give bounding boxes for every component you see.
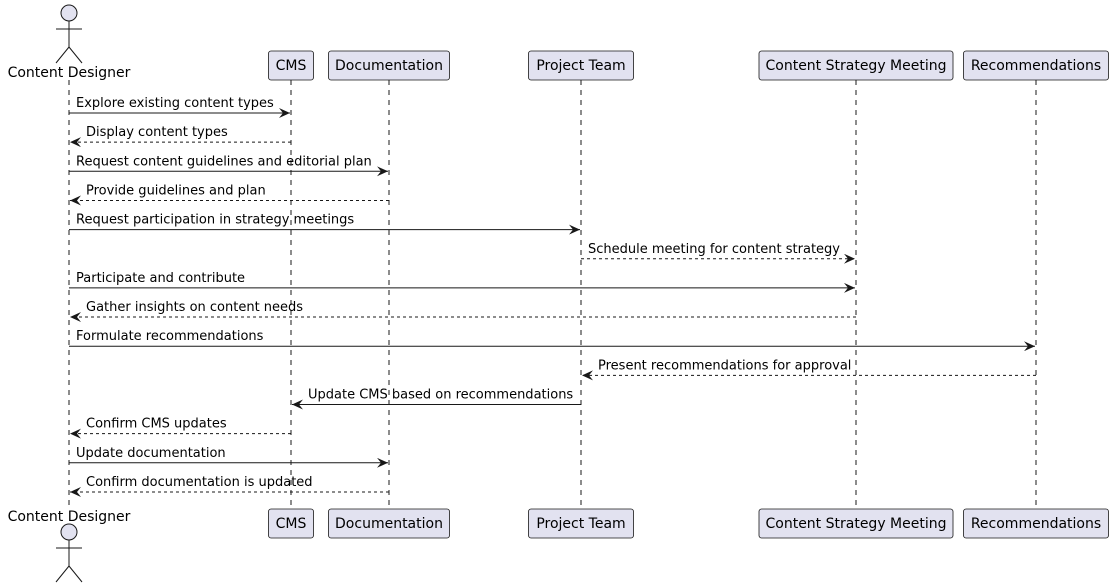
participant-bottom-docs: Documentation — [328, 508, 450, 539]
participant-label: Content Strategy Meeting — [765, 516, 946, 532]
message-label: Request content guidelines and editorial… — [76, 154, 372, 169]
participant-label: CMS — [276, 516, 307, 532]
participant-box — [328, 508, 450, 539]
message-6: Schedule meeting for content strategy — [581, 242, 855, 264]
participant-bottom-recs: Recommendations — [963, 508, 1109, 539]
actor-right-leg — [68, 565, 83, 583]
participant-box — [528, 508, 634, 539]
participant-bottom-cms: CMS — [268, 508, 314, 539]
message-label: Gather insights on content needs — [86, 300, 303, 315]
actor-bottom-designer: Content Designer — [8, 509, 131, 583]
message-label: Explore existing content types — [76, 96, 274, 111]
message-label: Display content types — [86, 125, 228, 140]
message-13: Update documentation — [69, 446, 388, 468]
participant-label: Recommendations — [971, 516, 1101, 532]
message-label: Update documentation — [76, 446, 226, 461]
message-8: Gather insights on content needs — [70, 300, 856, 323]
message-label: Present recommendations for approval — [598, 358, 851, 373]
participant-label: Project Team — [536, 58, 625, 74]
participant-box — [758, 50, 954, 81]
participant-label: Documentation — [335, 516, 443, 532]
message-7: Participate and contribute — [69, 271, 855, 293]
participant-box — [963, 50, 1109, 81]
message-5: Request participation in strategy meetin… — [69, 213, 580, 235]
participant-box — [268, 50, 314, 81]
message-label: Confirm documentation is updated — [86, 475, 313, 490]
actor-left-leg — [55, 46, 70, 64]
participant-label: CMS — [276, 58, 307, 74]
message-label: Participate and contribute — [76, 271, 245, 286]
participant-box — [963, 508, 1109, 539]
message-label: Schedule meeting for content strategy — [588, 242, 840, 257]
participant-box — [268, 508, 314, 539]
message-label: Update CMS based on recommendations — [308, 388, 573, 403]
participant-top-docs: Documentation — [328, 50, 450, 81]
message-1: Explore existing content types — [69, 96, 290, 118]
participant-top-recs: Recommendations — [963, 50, 1109, 81]
message-12: Confirm CMS updates — [70, 417, 291, 439]
message-9: Formulate recommendations — [69, 329, 1035, 352]
participant-bottom-meeting: Content Strategy Meeting — [758, 508, 954, 539]
message-11: Update CMS based on recommendations — [292, 388, 581, 410]
message-label: Confirm CMS updates — [86, 417, 227, 432]
message-3: Request content guidelines and editorial… — [69, 154, 388, 177]
actor-head — [60, 4, 78, 22]
participant-top-meeting: Content Strategy Meeting — [758, 50, 954, 81]
message-14: Confirm documentation is updated — [70, 475, 389, 497]
participant-top-cms: CMS — [268, 50, 314, 81]
actor-head — [60, 523, 78, 541]
message-10: Present recommendations for approval — [582, 358, 1036, 381]
participant-label: Documentation — [335, 58, 443, 74]
participant-box — [528, 50, 634, 81]
actor-left-leg — [55, 565, 70, 583]
participant-label: Content Strategy Meeting — [765, 58, 946, 74]
message-4: Provide guidelines and plan — [70, 183, 389, 206]
participant-box — [328, 50, 450, 81]
participant-label: Recommendations — [971, 58, 1101, 74]
message-label: Provide guidelines and plan — [86, 183, 266, 198]
actor-label: Content Designer — [8, 65, 131, 81]
participant-label: Project Team — [536, 516, 625, 532]
actor-top-designer: Content Designer — [8, 4, 131, 81]
message-label: Formulate recommendations — [76, 329, 264, 344]
actor-right-leg — [68, 46, 83, 64]
message-2: Display content types — [70, 125, 291, 148]
actor-label: Content Designer — [8, 509, 131, 525]
participant-top-team: Project Team — [528, 50, 634, 81]
participant-bottom-team: Project Team — [528, 508, 634, 539]
message-label: Request participation in strategy meetin… — [76, 213, 354, 228]
participant-box — [758, 508, 954, 539]
